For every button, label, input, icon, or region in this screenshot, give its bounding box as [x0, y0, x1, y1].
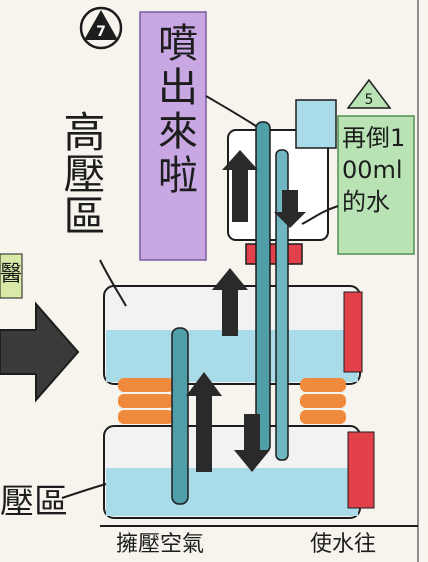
pointer-line-spray [205, 95, 263, 131]
left-edge-fragment: 醫 [0, 262, 22, 287]
lower-bottle-water [106, 468, 358, 516]
arrow-down-top [274, 190, 306, 228]
low-pressure-zone-label: 壓區 [0, 482, 68, 522]
tubes [171, 121, 289, 505]
arrow-down-lower [234, 414, 270, 472]
upper-bottle-water [106, 330, 358, 382]
tube-left [171, 327, 189, 505]
refill-label: 再倒100ml的水 [342, 124, 406, 216]
bottom-right-caption: 使水往 [310, 532, 377, 557]
pointer-line-low-pressure [61, 483, 107, 499]
orange-band-right-1 [300, 378, 346, 392]
pointer-line-high-pressure [99, 259, 127, 307]
tube-main [255, 121, 271, 453]
high-pressure-zone-label: 高壓區 [57, 110, 106, 236]
orange-connectors [118, 378, 346, 424]
refill-card [337, 115, 415, 255]
badge-number-right: 5 [365, 92, 374, 108]
arrow-up-lower [186, 372, 222, 472]
big-right-arrow [0, 301, 80, 403]
left-edge-card [0, 253, 23, 299]
reservoir-red-cap [245, 243, 303, 265]
badge-triangle-left [84, 10, 118, 40]
flow-arrows [186, 150, 306, 472]
tube-secondary [275, 149, 289, 461]
badge-number-left: 7 [96, 24, 106, 40]
spray-out-label: 噴出來啦 [151, 22, 197, 198]
lower-bottle-red-cap [347, 431, 375, 509]
step-badge-left: 7 [79, 6, 123, 50]
orange-band-left-3 [118, 410, 174, 424]
lower-bottle [103, 425, 375, 519]
bottom-left-caption: 擁壓空氣 [116, 532, 205, 557]
arrow-up-top [222, 150, 258, 222]
spray-burst [295, 99, 337, 149]
orange-band-right-3 [300, 410, 346, 424]
orange-band-left-2 [118, 394, 174, 408]
upper-bottle-red-cap [343, 291, 363, 373]
spray-out-label-box [139, 11, 207, 261]
badge-triangle-right [346, 78, 392, 109]
badge-circle-left [79, 6, 123, 50]
orange-band-left-1 [118, 378, 174, 392]
orange-band-right-2 [300, 394, 346, 408]
step-badge-right: 5 [346, 78, 392, 109]
pointer-line-refill [301, 205, 339, 225]
arrow-up-middle [212, 268, 248, 336]
